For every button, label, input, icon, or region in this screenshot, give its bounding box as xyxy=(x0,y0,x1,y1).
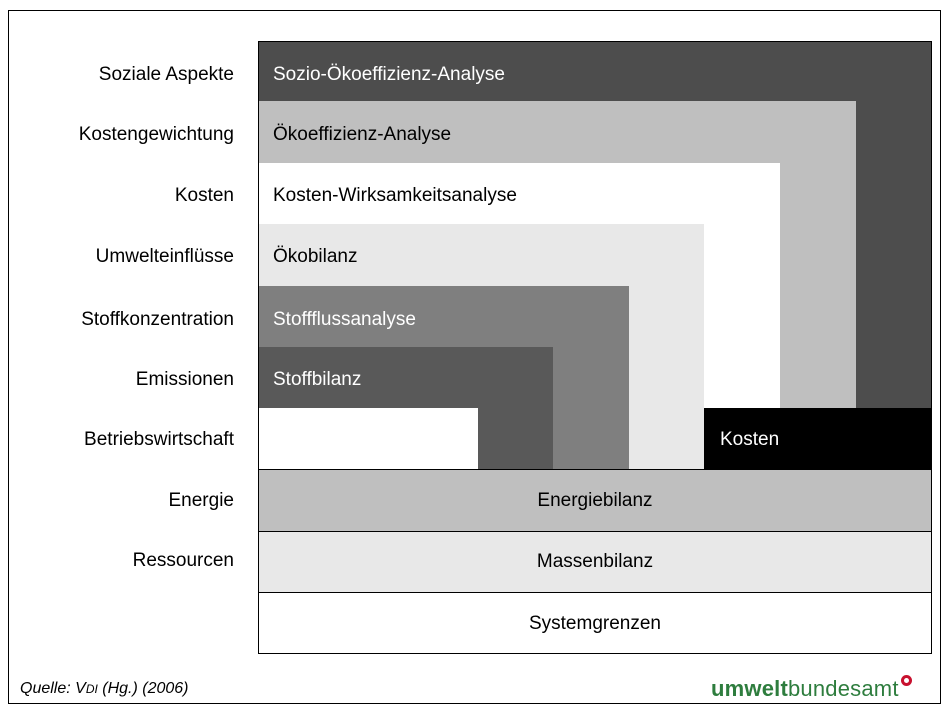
source-suffix: (Hg.) (2006) xyxy=(97,680,189,697)
label-oekobilanz: Ökobilanz xyxy=(273,246,358,267)
band-systemgrenzen xyxy=(258,592,932,654)
label-sozio-oekoeffizienz: Sozio-Ökoeffizienz-Analyse xyxy=(273,64,505,85)
umweltbundesamt-logo: umweltbundesamt xyxy=(711,675,912,702)
row-label-emissionen: Emissionen xyxy=(135,369,234,390)
block-betriebswirtschaft-empty xyxy=(258,408,478,469)
logo-mark-icon xyxy=(900,675,912,686)
label-oekoeffizienz: Ökoeffizienz-Analyse xyxy=(273,124,452,145)
row-label-umwelteinfluesse: Umwelteinflüsse xyxy=(95,246,234,267)
row-label-kosten: Kosten xyxy=(174,185,234,206)
label-systemgrenzen: Systemgrenzen xyxy=(528,613,661,634)
logo-regular-text: bundesamt xyxy=(788,676,899,701)
logo-bold-text: umwelt xyxy=(711,676,788,701)
row-label-stoffkonzentration: Stoffkonzentration xyxy=(81,309,234,330)
row-label-soziale-aspekte: Soziale Aspekte xyxy=(98,64,234,85)
label-energiebilanz: Energiebilanz xyxy=(537,490,653,511)
row-label-energie: Energie xyxy=(168,490,235,511)
label-kosten: Kosten xyxy=(720,429,780,450)
source-di: DI xyxy=(85,682,98,696)
block-kosten xyxy=(704,408,932,469)
row-label-ressourcen: Ressourcen xyxy=(132,550,234,571)
band-massenbilanz xyxy=(258,531,932,592)
source-v: V xyxy=(75,680,86,697)
source-citation: Quelle: VDI (Hg.) (2006) xyxy=(20,680,189,698)
label-stoffbilanz: Stoffbilanz xyxy=(273,369,362,390)
source-prefix: Quelle: xyxy=(20,680,76,697)
label-stofffluss: Stoffflussanalyse xyxy=(273,309,416,330)
band-energiebilanz xyxy=(258,469,932,531)
label-massenbilanz: Massenbilanz xyxy=(536,551,654,572)
label-kosten-wirksamkeit: Kosten-Wirksamkeitsanalyse xyxy=(273,185,517,206)
diagram-frame xyxy=(8,10,941,704)
row-label-kostengewichtung: Kostengewichtung xyxy=(78,124,234,145)
row-label-betriebswirtschaft: Betriebswirtschaft xyxy=(84,429,234,450)
block-area-outline xyxy=(258,41,932,654)
